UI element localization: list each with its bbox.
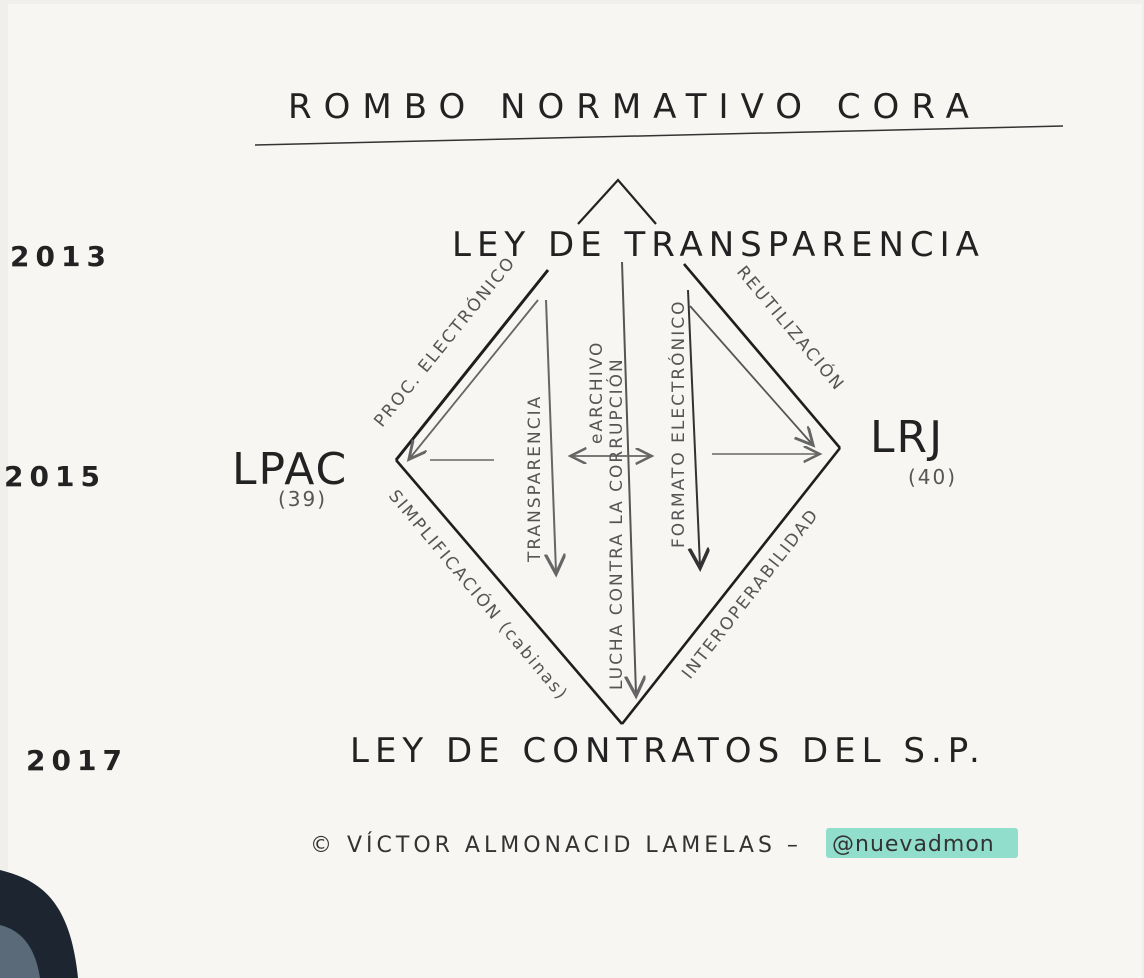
edge-top-left: [394, 269, 550, 461]
arrow-left-vertical: [546, 299, 556, 572]
inner-label-transparencia: TRANSPARENCIA: [525, 395, 545, 563]
credit-handle: @nuevadmon: [832, 832, 995, 857]
year-2017: 2017: [26, 744, 128, 777]
paper-sheet: [8, 4, 1142, 978]
node-top-label: LEY DE TRANSPARENCIA: [452, 225, 985, 265]
background-corner-shade: [0, 925, 40, 978]
node-right-label: LRJ: [870, 412, 944, 463]
arrow-inner-top-left: [410, 299, 539, 458]
year-2013: 2013: [10, 240, 112, 273]
page-title: ROMBO NORMATIVO CORA: [288, 87, 981, 127]
arrow-inner-top-right: [689, 305, 812, 444]
node-left-sub: (39): [278, 487, 327, 511]
arrow-center-vertical: [621, 261, 636, 694]
credit-author: © VÍCTOR ALMONACID LAMELAS –: [310, 832, 802, 858]
title-underline: [254, 125, 1064, 146]
year-2015: 2015: [4, 460, 106, 493]
arrow-right-vertical: [687, 289, 700, 566]
apex-peak: [577, 178, 657, 225]
node-bottom-label: LEY DE CONTRATOS DEL S.P.: [350, 731, 986, 771]
edge-top-right: [683, 263, 841, 449]
node-right-sub: (40): [908, 465, 957, 489]
inner-label-formato-electronico: FORMATO ELECTRÓNICO: [667, 300, 689, 549]
inner-label-lucha-corrupcion: LUCHA CONTRA LA CORRUPCIÓN: [605, 357, 627, 690]
inner-label-earchivo: eARCHIVO: [587, 341, 607, 444]
edge-bottom-right: [620, 447, 842, 725]
credit-handle-highlight: [826, 828, 1018, 858]
node-left-label: LPAC: [232, 444, 348, 495]
edge-bottom-left: [395, 459, 623, 725]
